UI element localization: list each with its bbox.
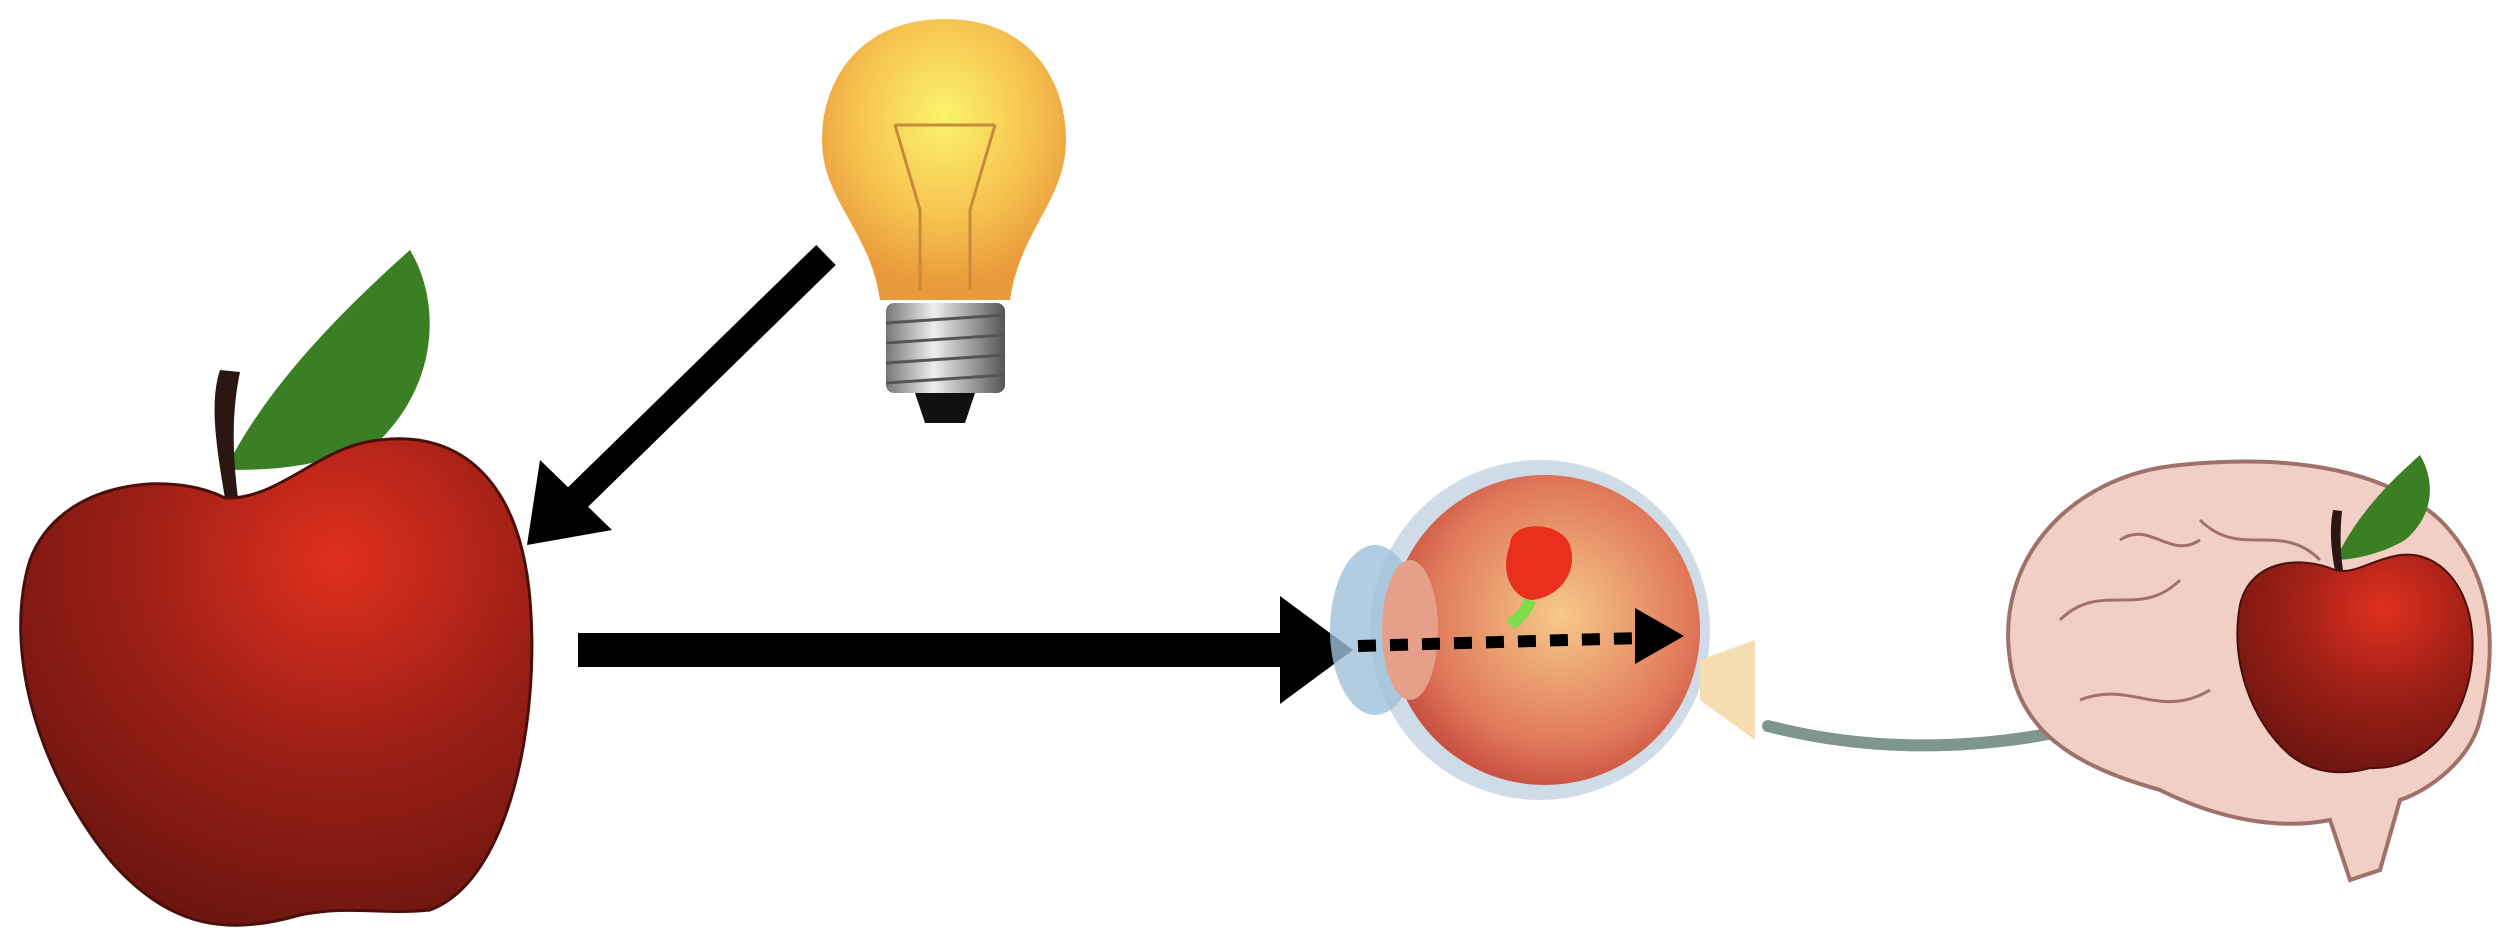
perceived-apple-icon [2236, 455, 2474, 774]
light-bulb-icon [822, 19, 1066, 423]
light-to-apple-arrow [527, 244, 836, 545]
apple-icon [19, 250, 534, 927]
eye-icon [1330, 460, 1755, 800]
apple-to-eye-arrow [578, 596, 1353, 704]
